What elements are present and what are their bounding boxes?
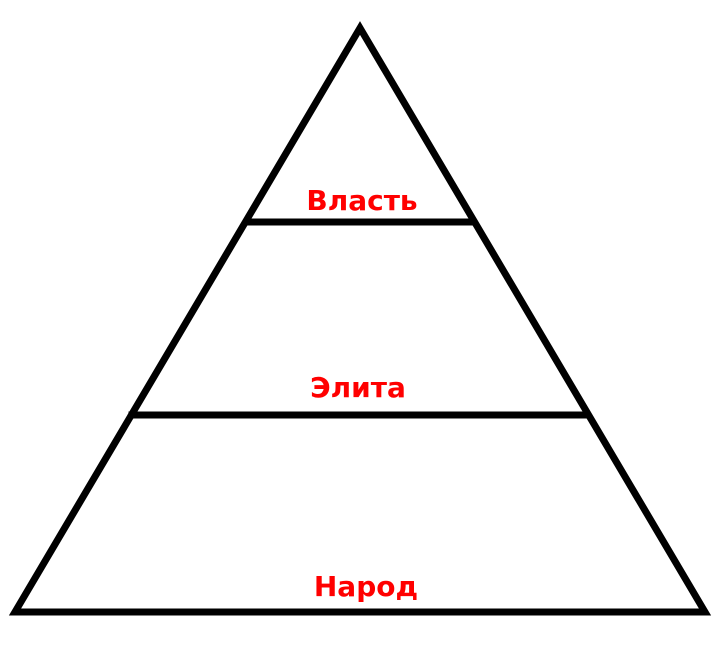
tier-label-elite: Элита [310, 371, 406, 404]
pyramid-outline [8, 21, 712, 616]
tier-label-power: Власть [306, 184, 417, 217]
tier-label-people: Народ [314, 570, 418, 603]
